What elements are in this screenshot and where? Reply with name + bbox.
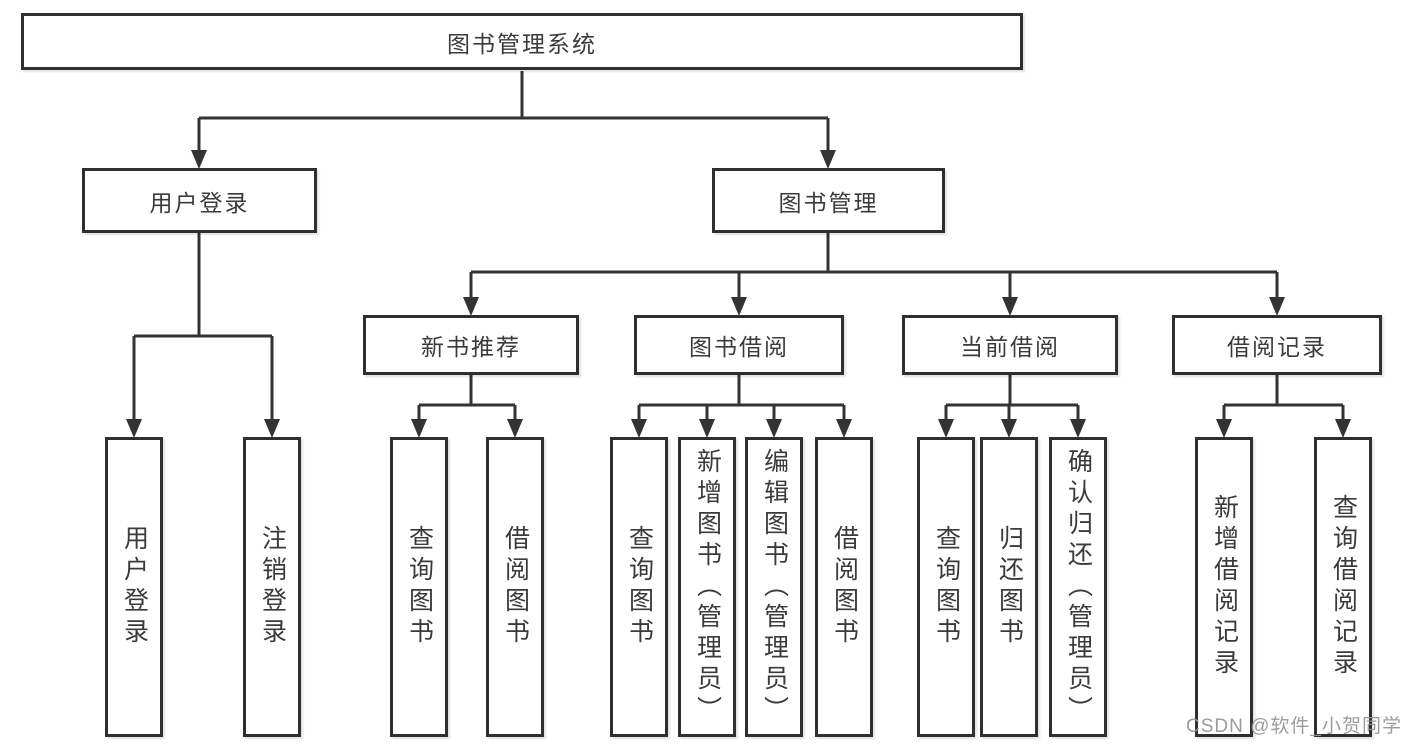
leaf-query-borrow-record: 查询借阅记录 xyxy=(1314,437,1372,737)
leaf-query-books-recommend: 查询图书 xyxy=(390,437,448,737)
leaf-user-login: 用户登录 xyxy=(105,437,163,737)
node-borrow-records: 借阅记录 xyxy=(1172,315,1382,375)
leaf-logout: 注销登录 xyxy=(243,437,301,737)
leaf-query-books-borrow: 查询图书 xyxy=(610,437,668,737)
leaf-borrow-books: 借阅图书 xyxy=(815,437,873,737)
leaf-edit-books-admin: 编辑图书（管理员） xyxy=(745,437,803,737)
node-root-library-system: 图书管理系统 xyxy=(21,13,1023,70)
leaf-return-books: 归还图书 xyxy=(980,437,1038,737)
leaf-query-books-current: 查询图书 xyxy=(917,437,975,737)
leaf-add-books-admin: 新增图书（管理员） xyxy=(678,437,736,737)
leaf-add-borrow-record: 新增借阅记录 xyxy=(1195,437,1253,737)
node-current-borrow: 当前借阅 xyxy=(902,315,1118,375)
node-book-borrow: 图书借阅 xyxy=(634,315,844,375)
leaf-confirm-return-admin: 确认归还（管理员） xyxy=(1049,437,1107,737)
watermark: CSDN @软件_小贺同学 xyxy=(1186,716,1402,737)
arrowheads xyxy=(126,150,1351,438)
node-user-login: 用户登录 xyxy=(82,168,317,233)
leaf-borrow-books-recommend: 借阅图书 xyxy=(486,437,544,737)
node-book-management: 图书管理 xyxy=(712,168,945,233)
node-new-book-recommend: 新书推荐 xyxy=(363,315,579,375)
